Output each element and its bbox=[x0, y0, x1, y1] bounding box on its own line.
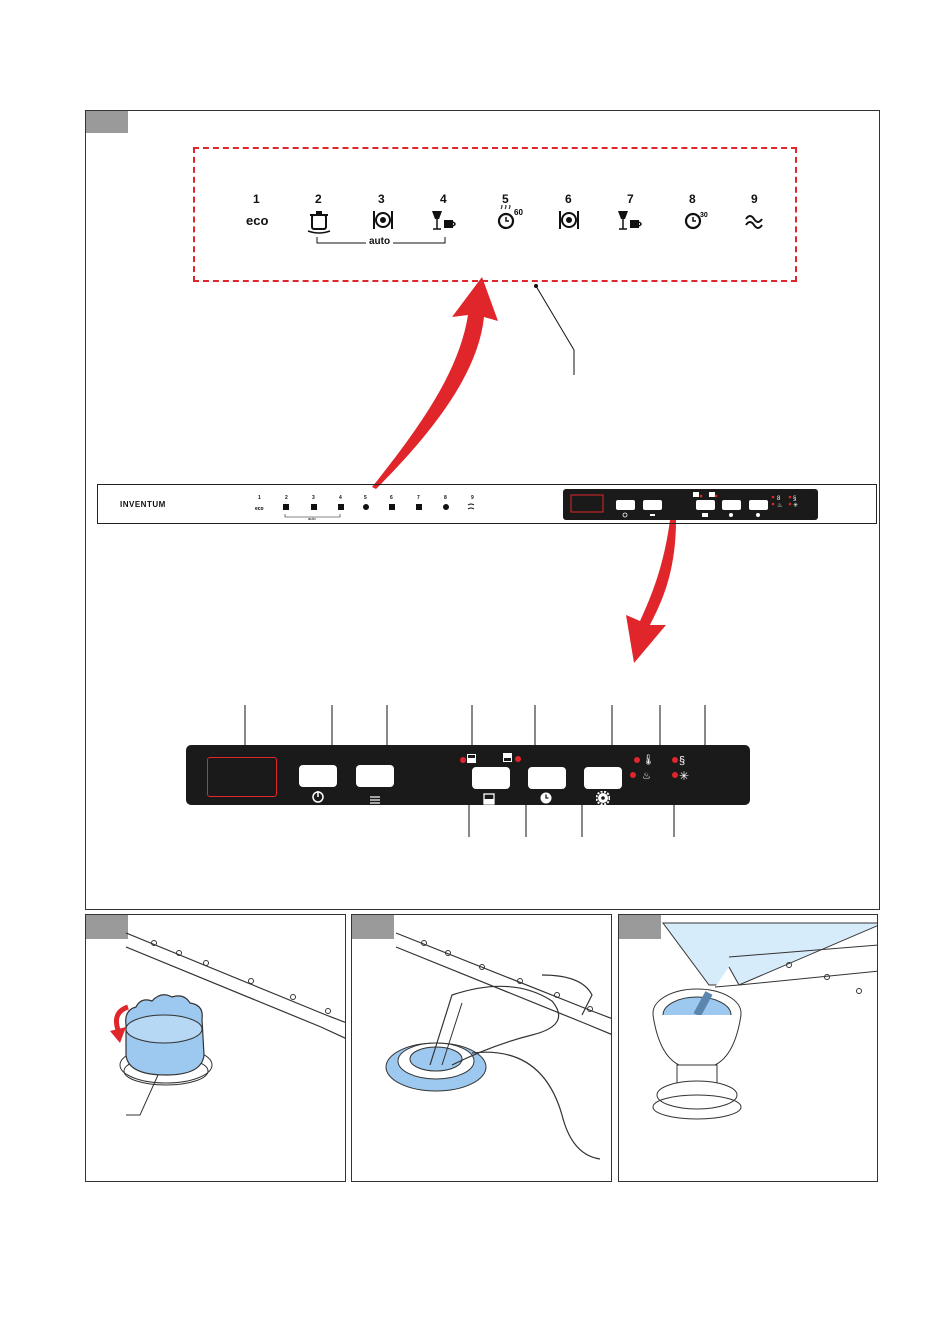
step-panel-2 bbox=[351, 914, 612, 1182]
power-icon bbox=[311, 790, 325, 809]
red-arrow-up bbox=[372, 277, 498, 489]
program-number: 6 bbox=[565, 192, 572, 206]
svg-text:2: 2 bbox=[285, 495, 288, 501]
arrows bbox=[360, 275, 700, 665]
pot-icon bbox=[308, 211, 330, 233]
program-number: 3 bbox=[378, 192, 385, 206]
rinse-aid-icon: ♨ bbox=[642, 771, 651, 782]
svg-text:3: 3 bbox=[312, 495, 315, 501]
svg-text:9: 9 bbox=[471, 495, 474, 501]
clock-superscript: 30 bbox=[700, 212, 708, 219]
brand-label: INVENTUM bbox=[120, 500, 166, 509]
display-window bbox=[207, 757, 277, 797]
svg-text:♨: ♨ bbox=[777, 502, 782, 509]
salt-icon: § bbox=[679, 755, 685, 767]
salt-fill-illustration bbox=[619, 915, 878, 1182]
program-number: 1 bbox=[253, 192, 260, 206]
half-load-icon bbox=[483, 792, 495, 810]
plate-cutlery-icon bbox=[560, 211, 578, 229]
svg-text:5: 5 bbox=[364, 495, 367, 501]
power-button[interactable] bbox=[299, 765, 337, 787]
step-panel-3 bbox=[618, 914, 878, 1182]
red-arrow-down bbox=[626, 520, 676, 663]
svg-text:1: 1 bbox=[258, 495, 261, 501]
svg-text:6: 6 bbox=[390, 495, 393, 501]
clock-icon bbox=[539, 791, 553, 810]
program-number: 9 bbox=[751, 192, 758, 206]
svg-text:✳: ✳ bbox=[793, 502, 798, 509]
glass-cup-icon bbox=[618, 211, 641, 229]
svg-text:8: 8 bbox=[444, 495, 447, 501]
led bbox=[630, 772, 636, 778]
glass-cup-icon bbox=[432, 211, 455, 229]
program-number: 7 bbox=[627, 192, 634, 206]
clock-superscript: 60 bbox=[514, 208, 523, 217]
program-number: 8 bbox=[689, 192, 696, 206]
program-number: 2 bbox=[315, 192, 322, 206]
filter-remove-illustration bbox=[352, 915, 612, 1182]
panel-indicators: 🌡 ♨ § ✳ bbox=[455, 748, 695, 788]
clock-icon bbox=[499, 205, 513, 228]
mini-auto-label: auto bbox=[308, 516, 317, 521]
svg-text:7: 7 bbox=[417, 495, 420, 501]
program-button[interactable] bbox=[356, 765, 394, 787]
mini-control-panel: 8♨ §✳ bbox=[563, 489, 818, 521]
waves-icon bbox=[746, 216, 762, 228]
auto-label: auto bbox=[366, 236, 393, 247]
program-icons: 60 30 bbox=[300, 205, 770, 237]
figure-tab bbox=[86, 111, 128, 133]
led bbox=[634, 757, 640, 763]
led bbox=[672, 757, 678, 763]
gear-icon bbox=[596, 791, 610, 810]
led bbox=[672, 772, 678, 778]
svg-text:§: § bbox=[793, 496, 796, 502]
eco-label: eco bbox=[246, 213, 268, 228]
plate-cutlery-icon bbox=[374, 211, 392, 229]
sparkle-icon: ✳ bbox=[679, 769, 689, 783]
step-panel-1 bbox=[85, 914, 346, 1182]
menu-icon bbox=[369, 792, 381, 810]
mini-eco-label: eco bbox=[255, 506, 264, 512]
program-number: 5 bbox=[502, 192, 509, 206]
filter-unscrew-illustration bbox=[86, 915, 346, 1182]
svg-text:4: 4 bbox=[339, 495, 342, 501]
led bbox=[515, 756, 521, 762]
led bbox=[460, 757, 466, 763]
program-number: 4 bbox=[440, 192, 447, 206]
clock-icon bbox=[686, 214, 700, 228]
mini-program-strip: 1 2 3 4 5 6 7 8 9 eco auto bbox=[250, 492, 490, 524]
thermometer-icon: 🌡 bbox=[642, 754, 655, 766]
